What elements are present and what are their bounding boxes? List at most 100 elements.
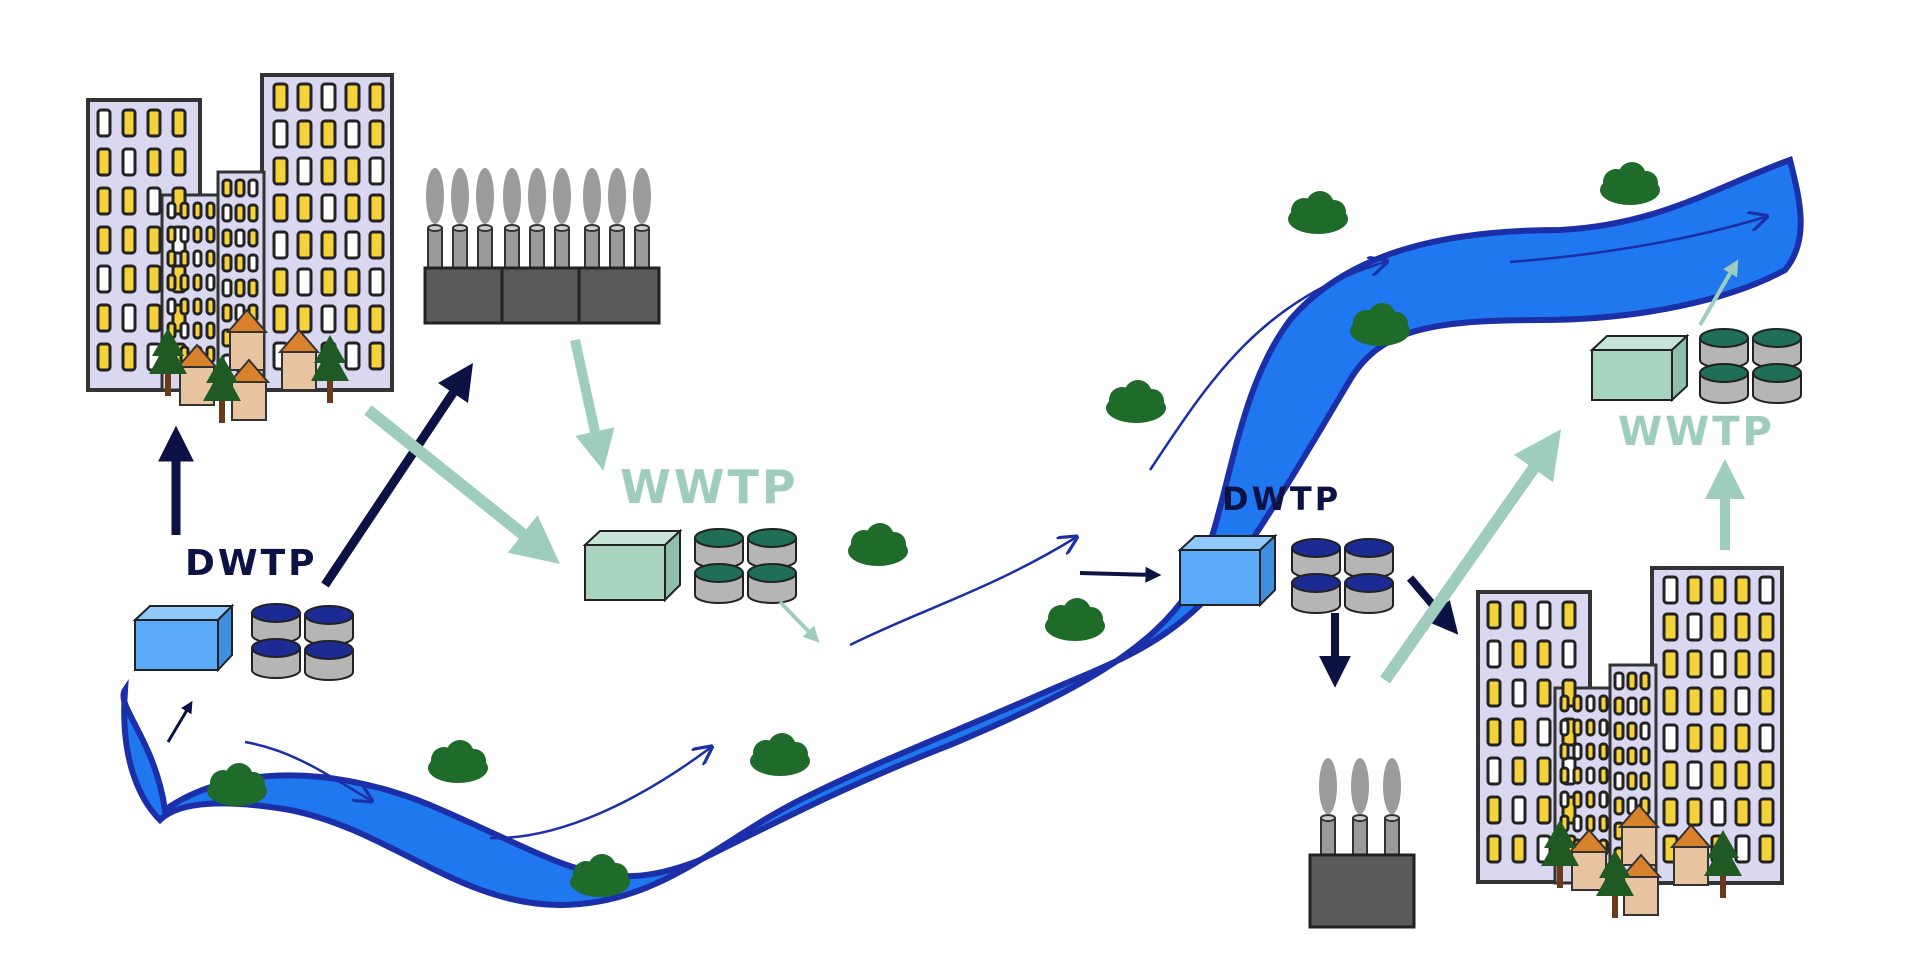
city-icon (86, 73, 394, 423)
window (1662, 797, 1679, 827)
window (1686, 612, 1703, 642)
window (121, 147, 137, 177)
flow-arrow-icon (1698, 259, 1739, 327)
window (121, 108, 137, 138)
flow-arrow-icon (570, 338, 615, 471)
window (368, 119, 385, 149)
window (1686, 575, 1703, 605)
window (247, 228, 259, 248)
bush-icon (570, 854, 630, 897)
window (221, 203, 233, 223)
window (234, 178, 246, 198)
window (1758, 834, 1775, 864)
window (171, 108, 187, 138)
window (146, 264, 162, 294)
flow-arrow-icon (1079, 566, 1162, 583)
window (247, 203, 259, 223)
window (1585, 694, 1596, 713)
window (1585, 814, 1596, 833)
window (1662, 723, 1679, 753)
window (1734, 686, 1751, 716)
flow-arrow-icon (364, 405, 560, 565)
window (146, 303, 162, 333)
window (1626, 746, 1638, 766)
window (179, 225, 190, 244)
window (1686, 649, 1703, 679)
wwtp-center-label: WWTP (620, 460, 799, 514)
window (1734, 649, 1751, 679)
window (1598, 814, 1609, 833)
flow-arrow-icon (1380, 429, 1562, 684)
window (247, 278, 259, 298)
window (1662, 649, 1679, 679)
window (247, 253, 259, 273)
window (1710, 760, 1727, 790)
window (1686, 723, 1703, 753)
window (1561, 639, 1577, 669)
window (192, 225, 203, 244)
window (166, 297, 177, 316)
window (368, 230, 385, 260)
window (1626, 721, 1638, 741)
flow-arrow-icon (321, 363, 473, 588)
window (1572, 718, 1583, 737)
window (166, 249, 177, 268)
window (1536, 678, 1552, 708)
window (192, 321, 203, 340)
window (1536, 795, 1552, 825)
window (320, 82, 337, 112)
window (344, 82, 361, 112)
window (344, 341, 361, 371)
window (368, 193, 385, 223)
window (205, 201, 216, 220)
window (1686, 686, 1703, 716)
window (1613, 696, 1625, 716)
window (1662, 686, 1679, 716)
window (96, 342, 112, 372)
dwtp-left-label: DWTP (185, 543, 318, 584)
window (205, 249, 216, 268)
window (1598, 718, 1609, 737)
bush-icon (1106, 380, 1166, 423)
window (1710, 575, 1727, 605)
window (272, 82, 289, 112)
window (1686, 797, 1703, 827)
window (1536, 639, 1552, 669)
window (344, 119, 361, 149)
window (1598, 766, 1609, 785)
window (146, 108, 162, 138)
window (1585, 790, 1596, 809)
window (1598, 694, 1609, 713)
window (296, 82, 313, 112)
window (166, 273, 177, 292)
bush-icon (207, 763, 267, 806)
window (1561, 600, 1577, 630)
flow-arrow-icon (166, 700, 193, 743)
window (272, 230, 289, 260)
window (1536, 756, 1552, 786)
window (1758, 612, 1775, 642)
window (1734, 834, 1751, 864)
window (205, 225, 216, 244)
window (272, 119, 289, 149)
window (121, 264, 137, 294)
window (1710, 723, 1727, 753)
wastewater-treatment-plant-icon (582, 528, 797, 604)
window (344, 304, 361, 334)
river (120, 156, 1804, 909)
window (1662, 575, 1679, 605)
window (1559, 718, 1570, 737)
window (179, 297, 190, 316)
wastewater-treatment-plant-icon (1589, 328, 1802, 404)
window (179, 321, 190, 340)
window (1758, 760, 1775, 790)
window (1585, 766, 1596, 785)
window (296, 119, 313, 149)
window (1559, 742, 1570, 761)
bush-icon (428, 740, 488, 783)
window (96, 303, 112, 333)
window (1613, 671, 1625, 691)
window (1613, 746, 1625, 766)
window (1572, 742, 1583, 761)
window (1486, 639, 1502, 669)
